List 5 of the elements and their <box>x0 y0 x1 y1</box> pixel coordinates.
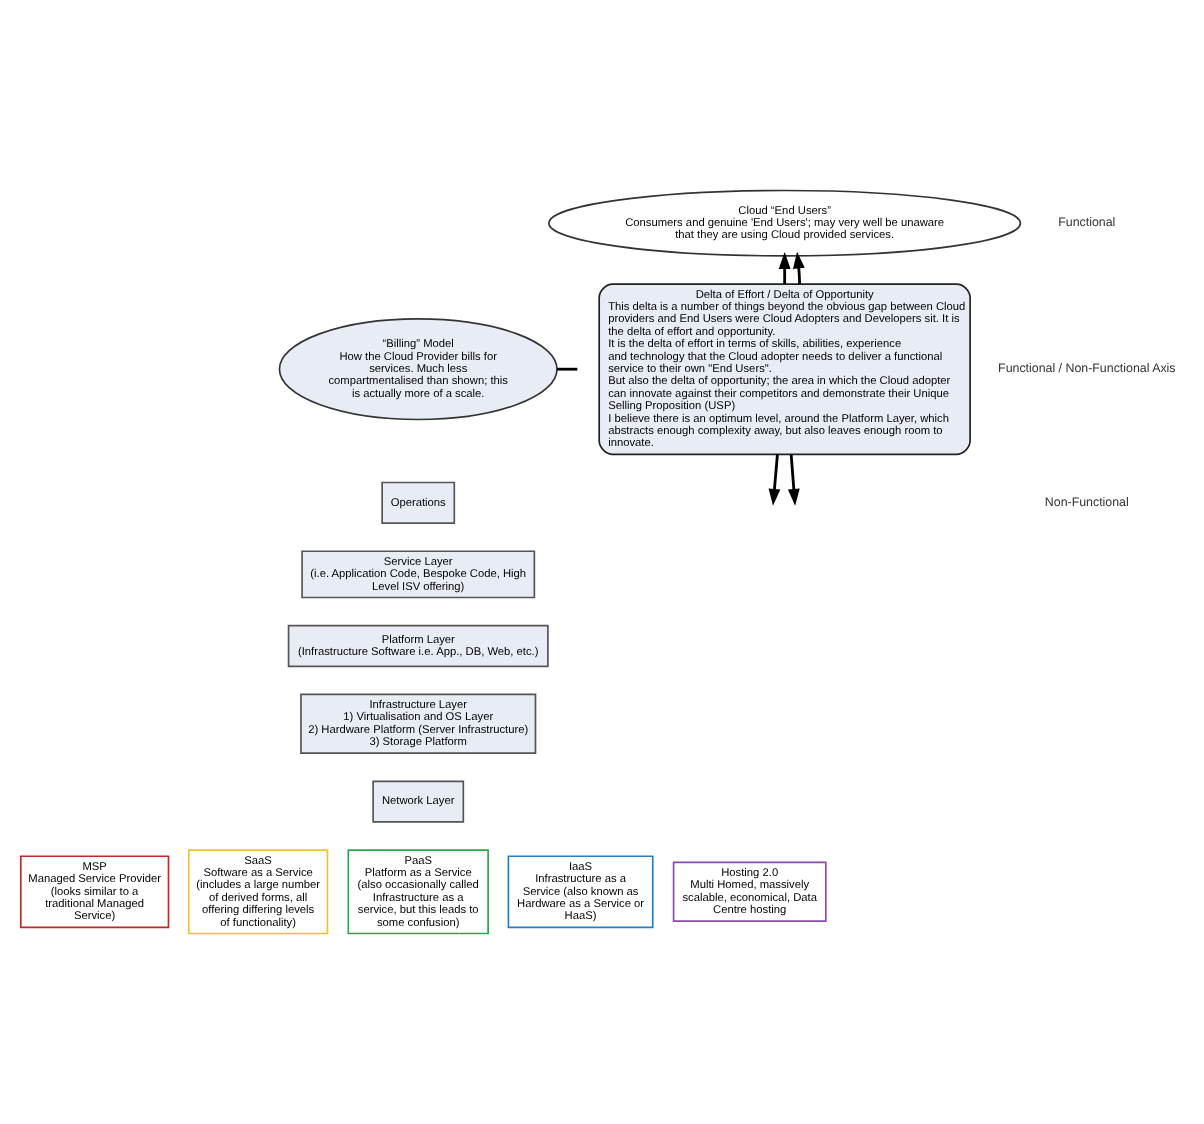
arrow <box>778 251 791 284</box>
connector <box>557 367 578 371</box>
arrow <box>792 251 805 284</box>
arrow <box>768 454 781 506</box>
arrow <box>787 454 800 506</box>
